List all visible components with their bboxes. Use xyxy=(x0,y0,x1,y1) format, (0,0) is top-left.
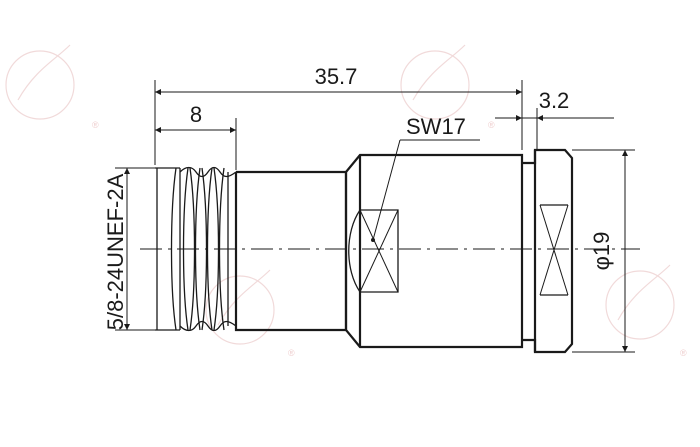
thread-profile xyxy=(170,166,237,332)
dimension-label-nut-width: 3.2 xyxy=(539,88,570,113)
dimension-label-overall-length: 35.7 xyxy=(315,64,358,89)
watermark-logo: ® xyxy=(5,44,99,130)
watermark-mark: ® xyxy=(680,348,687,358)
watermark-mark: ® xyxy=(92,120,99,130)
watermark-logo: ® xyxy=(205,269,295,358)
dimension-nut-diameter: φ19 xyxy=(572,149,635,353)
dimension-label-thread-spec: 5/8-24UNEF-2A xyxy=(103,173,128,330)
hex-nut xyxy=(522,148,574,354)
watermark-mark: ® xyxy=(288,348,295,358)
dimension-label-wrench-size: SW17 xyxy=(406,114,466,139)
dimension-label-nut-diameter: φ19 xyxy=(589,232,614,271)
wrench-flat xyxy=(348,209,399,293)
dimension-overall-length: 35.7 xyxy=(154,64,523,165)
dimension-thread-depth: 8 xyxy=(155,102,237,170)
connector-body xyxy=(234,153,524,349)
dimension-label-thread-depth: 8 xyxy=(190,102,202,127)
watermark-logo: ® xyxy=(605,264,687,358)
dimension-thread-spec: 5/8-24UNEF-2A xyxy=(103,167,157,331)
threaded-section xyxy=(155,166,237,332)
watermark-mark: ® xyxy=(488,120,495,130)
dimension-wrench-size: SW17 xyxy=(372,114,480,241)
dimension-nut-width: 3.2 xyxy=(495,88,614,150)
watermark-logos: ® ® ® ® xyxy=(5,44,687,358)
